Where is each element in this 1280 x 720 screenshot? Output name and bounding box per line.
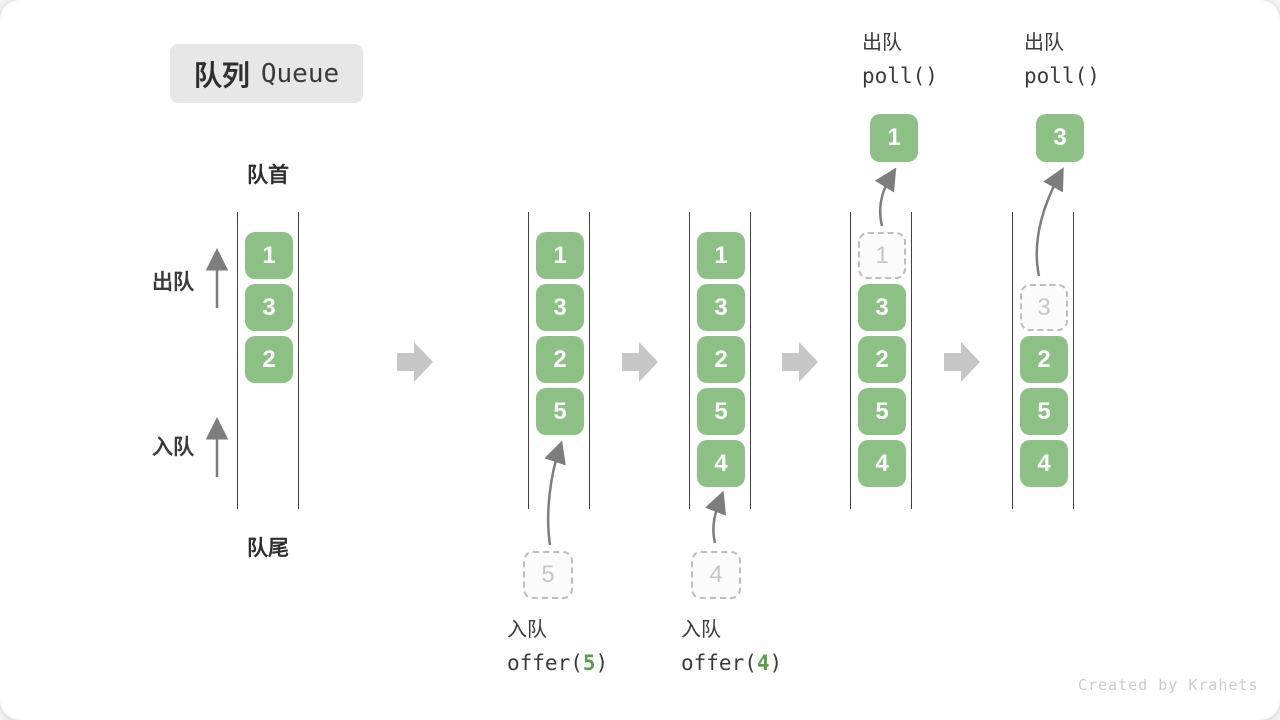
dequeue-label: 出队 <box>1024 32 1064 54</box>
enqueue-label: 入队 <box>507 619 547 641</box>
code-argument: 4 <box>756 651 770 675</box>
enqueue5-operation-label: 入队 offer(5) <box>507 620 608 674</box>
queue-cell: 3 <box>858 284 906 331</box>
poll-code: poll() <box>1024 64 1100 88</box>
code-argument: 5 <box>582 651 596 675</box>
queue-cell: 2 <box>858 336 906 383</box>
queue-cell: 4 <box>1020 440 1068 487</box>
transition-arrow-icon <box>397 342 433 382</box>
dequeue2-operation-label: 出队 poll() <box>1024 33 1100 87</box>
queue-cell: 3 <box>245 284 293 331</box>
code-text: offer( <box>681 651 757 675</box>
queue-column-5: 3 2 5 4 <box>1012 212 1074 509</box>
queue-rear-label: 队尾 <box>247 537 289 560</box>
queue-cell: 1 <box>245 232 293 279</box>
poll-result-cell: 1 <box>870 114 918 162</box>
queue-column-4: 1 3 2 5 4 <box>850 212 912 509</box>
transition-arrow-icon <box>622 342 658 382</box>
queue-cell: 2 <box>245 336 293 383</box>
code-text: ) <box>595 651 609 675</box>
queue-column-1: 1 3 2 <box>237 212 299 509</box>
dequeue-side-label: 出队 <box>152 271 194 294</box>
watermark: Created by Krahets <box>1078 676 1259 694</box>
queue-column-2: 1 3 2 5 <box>528 212 590 509</box>
staged-enqueue-cell: 5 <box>523 551 573 599</box>
removed-cell: 1 <box>858 232 906 279</box>
queue-cell: 1 <box>536 232 584 279</box>
enqueue-label: 入队 <box>681 619 721 641</box>
staged-enqueue-cell: 4 <box>691 551 741 599</box>
queue-cell: 5 <box>536 388 584 435</box>
queue-cell: 4 <box>858 440 906 487</box>
queue-column-3: 1 3 2 5 4 <box>689 212 751 509</box>
offer4-code: offer(4) <box>681 653 782 674</box>
code-text: offer( <box>507 651 583 675</box>
code-text: ) <box>769 651 783 675</box>
removed-cell: 3 <box>1020 284 1068 331</box>
queue-cell: 3 <box>697 284 745 331</box>
queue-cell: 5 <box>697 388 745 435</box>
dequeue-label: 出队 <box>862 32 902 54</box>
queue-cell: 2 <box>1020 336 1068 383</box>
title-english: Queue <box>260 58 340 89</box>
transition-arrow-icon <box>944 342 980 382</box>
queue-cell: 2 <box>697 336 745 383</box>
queue-cell: 1 <box>697 232 745 279</box>
offer5-code: offer(5) <box>507 653 608 674</box>
queue-cell: 4 <box>697 440 745 487</box>
poll-code: poll() <box>862 64 938 88</box>
queue-front-label: 队首 <box>247 164 289 187</box>
diagram-title: 队列 Queue <box>170 44 363 103</box>
queue-cell: 3 <box>536 284 584 331</box>
poll-result-cell: 3 <box>1036 114 1084 162</box>
dequeue1-operation-label: 出队 poll() <box>862 33 938 87</box>
queue-cell: 2 <box>536 336 584 383</box>
enqueue-side-label: 入队 <box>152 436 194 459</box>
transition-arrow-icon <box>782 342 818 382</box>
title-chinese: 队列 <box>193 59 250 91</box>
enqueue4-operation-label: 入队 offer(4) <box>681 620 782 674</box>
queue-cell: 5 <box>1020 388 1068 435</box>
queue-cell: 5 <box>858 388 906 435</box>
